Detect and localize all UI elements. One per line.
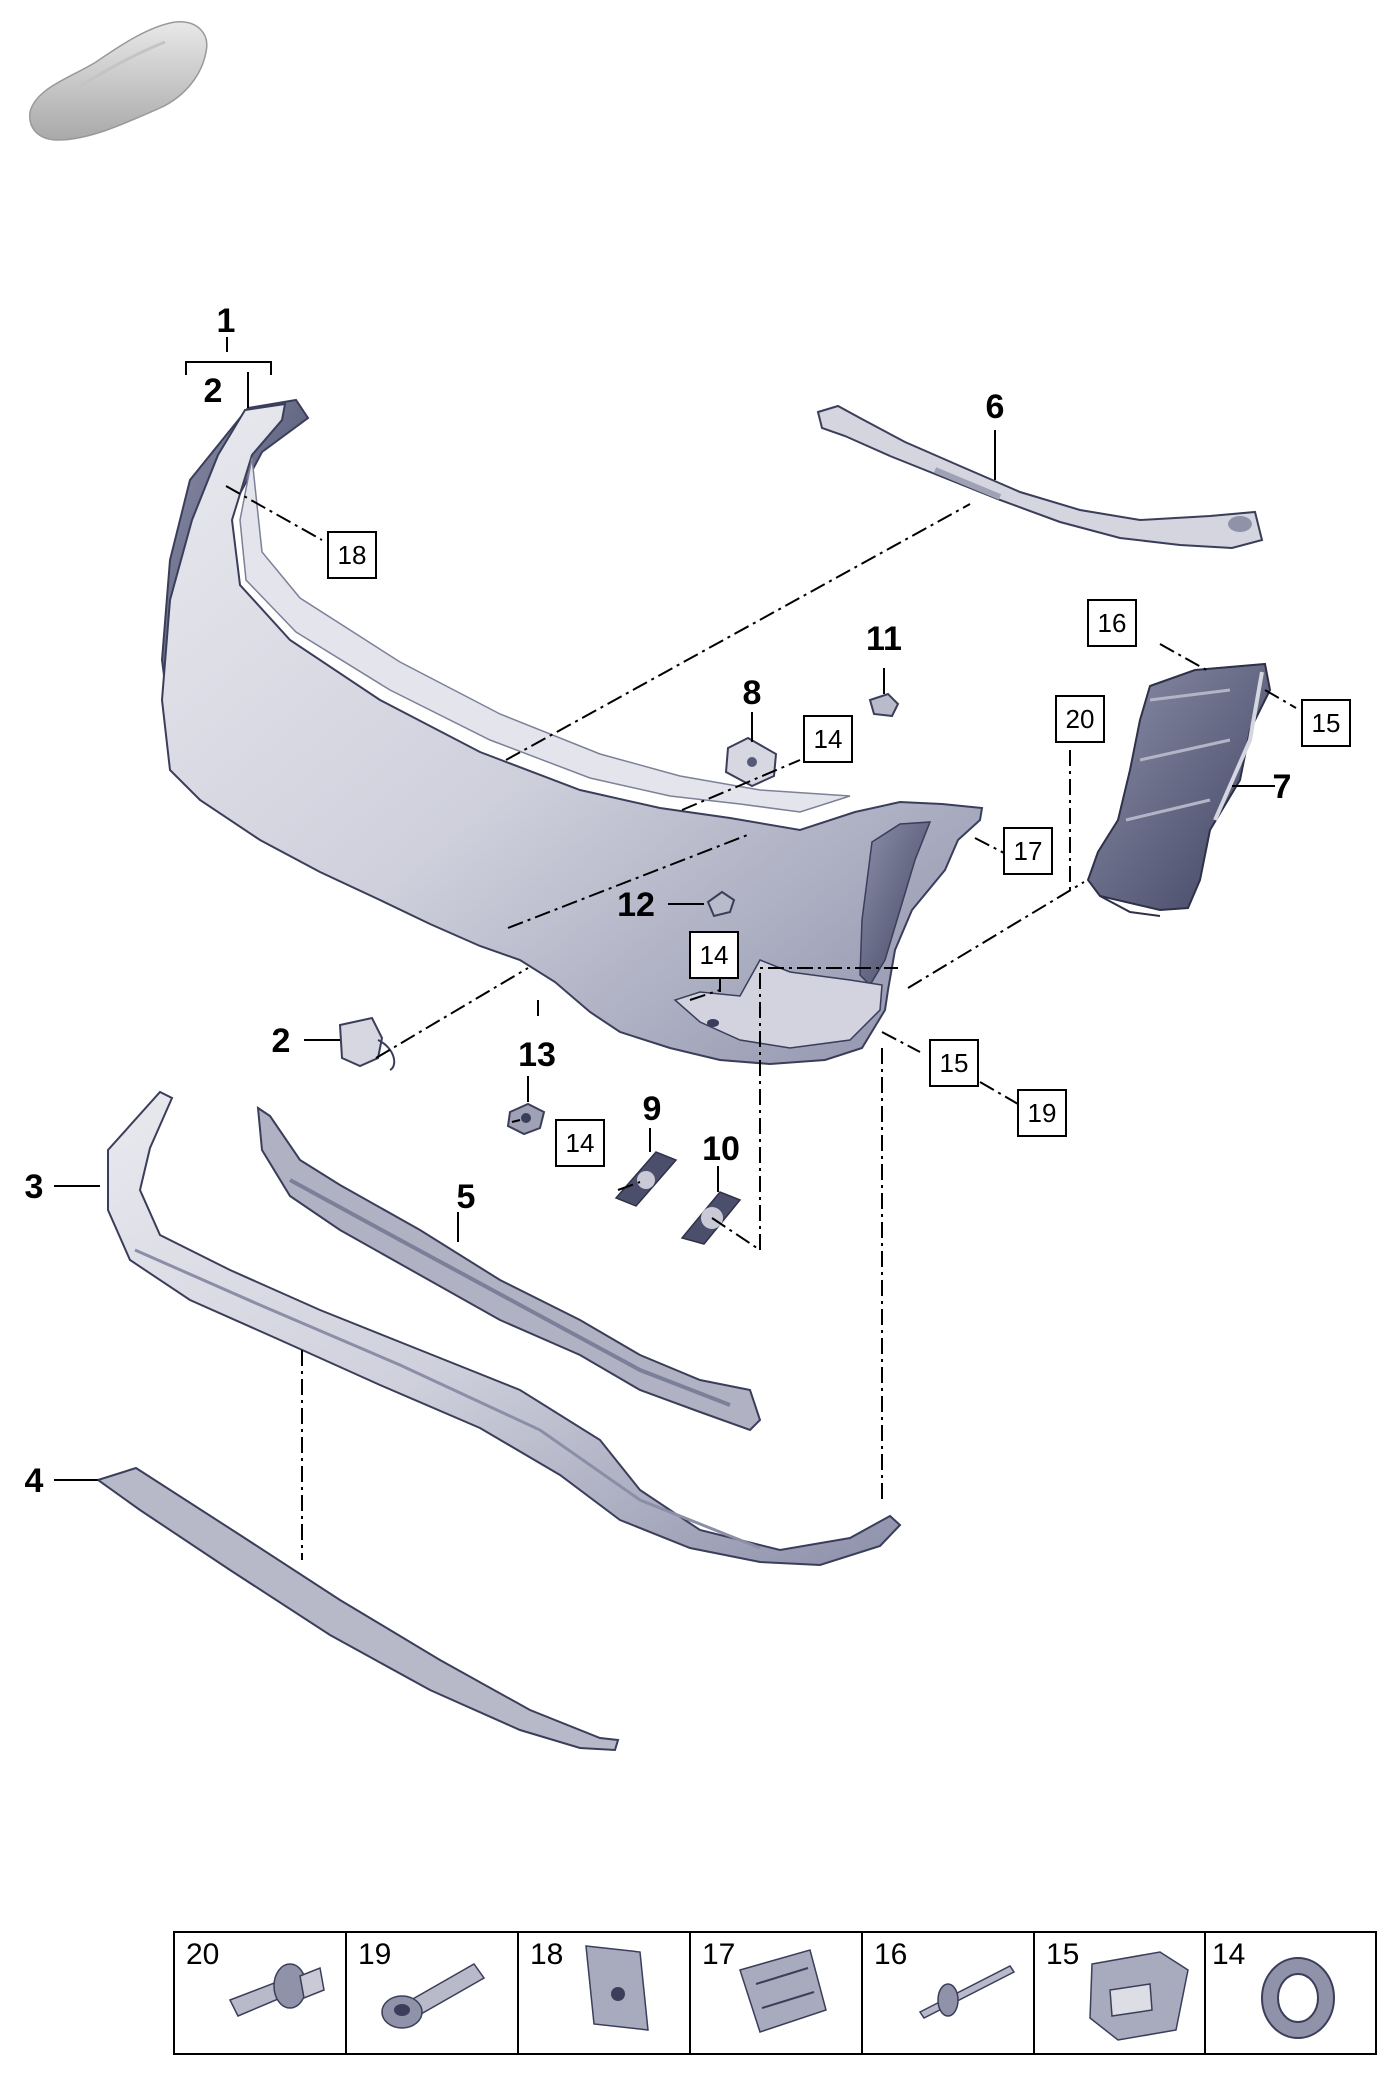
sensor-part-11 (868, 692, 900, 718)
svg-text:16: 16 (1098, 608, 1127, 638)
part-labels: 1 2 2 3 4 5 6 7 8 9 10 11 12 13 (25, 302, 1292, 1500)
legend-cell-19: 19 (358, 1938, 486, 2029)
svg-text:15: 15 (940, 1048, 969, 1078)
label-part-11: 11 (866, 620, 902, 658)
svg-text:18: 18 (338, 540, 367, 570)
svg-text:16: 16 (874, 1938, 907, 1971)
legend-cell-20: 20 (186, 1938, 325, 2017)
lower-strip-part-4 (95, 1466, 620, 1752)
label-part-2-lower: 2 (272, 1022, 291, 1060)
svg-text:18: 18 (530, 1938, 563, 1971)
legend-cell-15: 15 (1046, 1938, 1189, 2041)
hardware-legend: 20 19 18 17 (173, 1931, 1377, 2055)
svg-text:14: 14 (814, 724, 843, 754)
label-part-2-upper: 2 (204, 372, 223, 410)
lower-grille-part-5 (256, 1106, 762, 1432)
ref-box-20: 20 (1055, 695, 1105, 743)
leader-lines (54, 337, 1275, 1481)
clip-nut-icon (585, 1945, 649, 2031)
svg-text:20: 20 (186, 1938, 219, 1971)
spring-clip-icon (739, 1949, 827, 2033)
label-part-4: 4 (25, 1462, 44, 1500)
legend-cell-16: 16 (874, 1938, 1016, 2019)
label-part-6: 6 (986, 388, 1005, 426)
ring-nut-icon (1261, 1957, 1335, 2039)
label-part-12: 12 (617, 886, 655, 924)
bracket-part-8 (724, 736, 778, 788)
label-part-9: 9 (643, 1090, 662, 1128)
label-part-8: 8 (743, 674, 762, 712)
label-part-7: 7 (1273, 768, 1292, 806)
ref-box-19: 19 (1017, 1089, 1067, 1137)
expanding-rivet-icon (228, 1963, 325, 2017)
legend-cell-18: 18 (530, 1938, 649, 2031)
seal-part-9 (614, 1151, 678, 1207)
legend-cell-14: 14 (1212, 1938, 1335, 2039)
svg-text:15: 15 (1312, 708, 1341, 738)
label-part-10: 10 (702, 1130, 740, 1168)
svg-text:14: 14 (700, 940, 729, 970)
svg-text:14: 14 (566, 1128, 595, 1158)
ref-box-14-lower: 14 (555, 1119, 605, 1167)
label-part-13: 13 (518, 1036, 556, 1074)
bumper-beam-part-6 (816, 404, 1264, 550)
ref-box-15-upper: 15 (1301, 699, 1351, 747)
svg-text:19: 19 (358, 1938, 391, 1971)
svg-text:19: 19 (1028, 1098, 1057, 1128)
boxed-references: 18 16 20 15 14 17 14 15 (327, 531, 1351, 1167)
svg-text:20: 20 (1066, 704, 1095, 734)
ref-box-14-upper: 14 (803, 715, 853, 763)
vehicle-thumbnail-icon (29, 21, 208, 141)
side-bracket-part-7 (1086, 662, 1272, 917)
nut-clip-icon (1089, 1951, 1189, 2041)
label-part-1: 1 (217, 302, 236, 340)
svg-text:15: 15 (1046, 1938, 1079, 1971)
ref-box-16: 16 (1087, 599, 1137, 647)
seal-part-10 (680, 1191, 742, 1245)
ref-box-14-middle: 14 (689, 931, 739, 979)
svg-text:14: 14 (1212, 1938, 1245, 1971)
bumper-cover-part-1 (160, 398, 984, 1066)
label-part-3: 3 (25, 1168, 44, 1206)
legend-cell-17: 17 (702, 1938, 827, 2033)
ref-box-18: 18 (327, 531, 377, 579)
sensor-part-13 (506, 1102, 546, 1136)
trim-cover-part-2 (338, 1016, 396, 1071)
label-part-5: 5 (457, 1178, 476, 1216)
blind-rivet-icon (918, 1965, 1016, 2019)
bolt-icon (381, 1963, 486, 2029)
lower-spoiler-part-3 (107, 1090, 902, 1567)
sensor-part-12 (706, 890, 736, 918)
svg-text:17: 17 (1014, 836, 1043, 866)
ref-box-15-lower: 15 (929, 1039, 979, 1087)
ref-box-17: 17 (1003, 827, 1053, 875)
svg-text:17: 17 (702, 1938, 735, 1971)
reference-lines (225, 485, 1297, 1560)
